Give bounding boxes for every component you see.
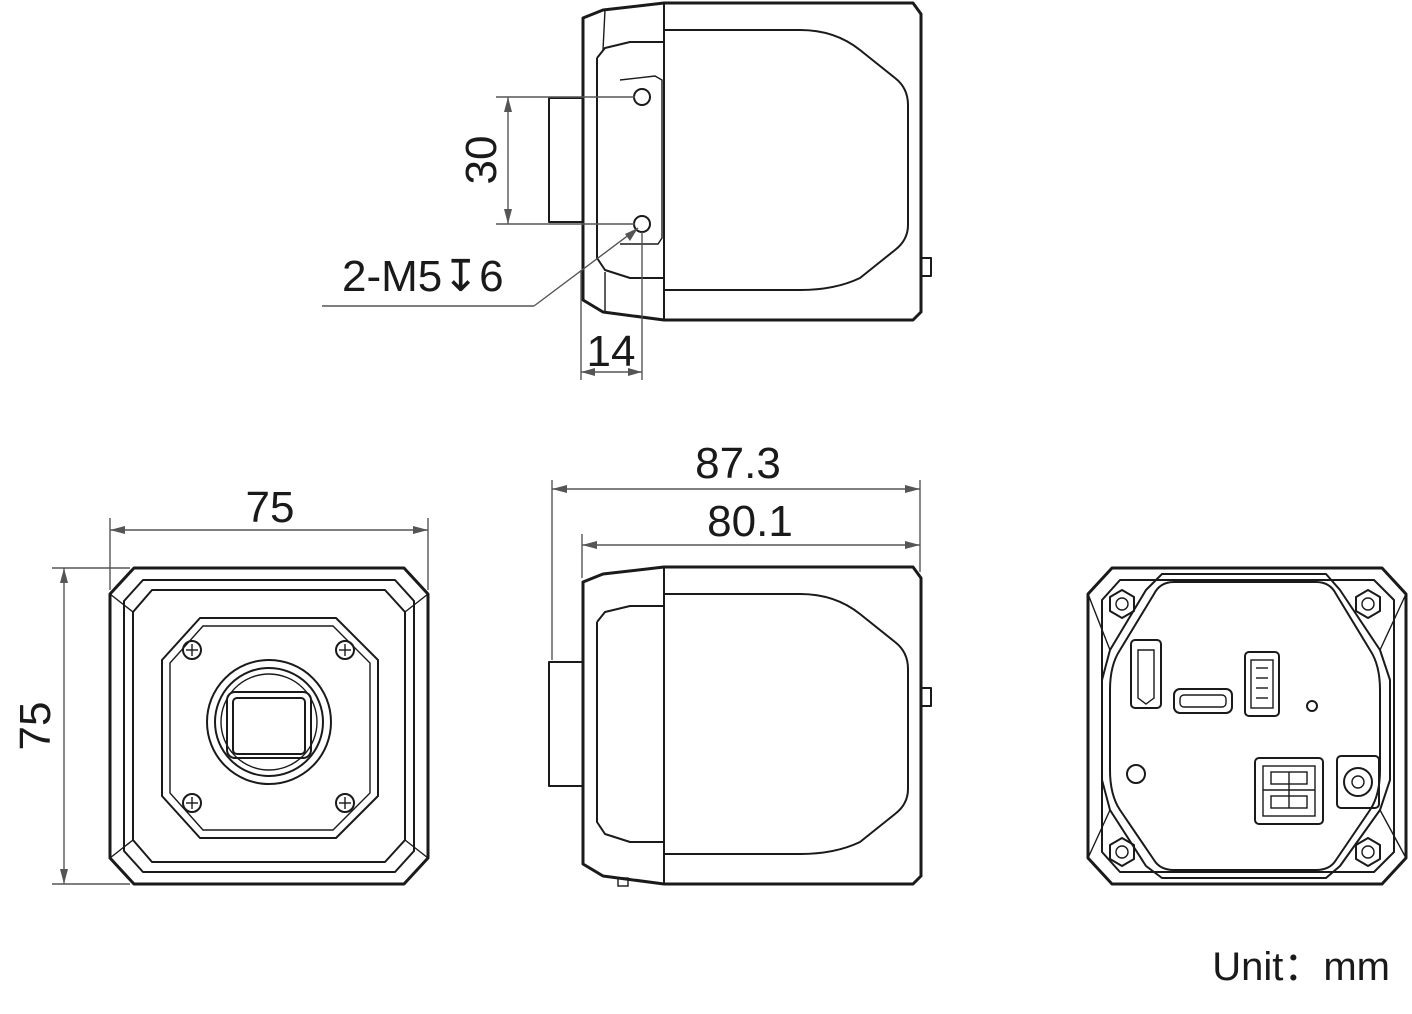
mount-spacing-label: 30 <box>457 136 506 185</box>
io-connector <box>1254 757 1324 825</box>
mount-offset-label: 14 <box>587 327 636 376</box>
front-screws <box>182 640 355 813</box>
front-view <box>108 566 430 886</box>
mount-spacing-dimension <box>496 96 635 225</box>
usb-c-port <box>1173 688 1233 714</box>
usb-a-port <box>1244 651 1280 717</box>
hdmi-port <box>1130 639 1162 709</box>
rear-view <box>1086 566 1408 886</box>
top-view <box>548 1 932 322</box>
power-jack <box>1336 755 1380 809</box>
front-width-dimension <box>109 518 429 590</box>
front-height-dimension <box>52 567 130 885</box>
side-view <box>548 565 932 887</box>
total-length-dimension <box>551 480 921 660</box>
total-length-label: 87.3 <box>695 439 781 488</box>
front-height-label: 75 <box>11 702 60 751</box>
front-width-label: 75 <box>246 483 295 532</box>
body-length-label: 80.1 <box>707 497 793 546</box>
body-length-dimension <box>581 534 920 578</box>
rear-corner-nuts <box>1109 589 1381 867</box>
thread-leader <box>322 227 639 307</box>
reset-hole <box>1126 764 1146 784</box>
unit-label: Unit：mm <box>1212 945 1390 989</box>
thread-callout-label: 2-M5↧6 <box>342 252 504 301</box>
status-led <box>1306 700 1318 712</box>
mount-offset-dimension <box>580 232 643 380</box>
